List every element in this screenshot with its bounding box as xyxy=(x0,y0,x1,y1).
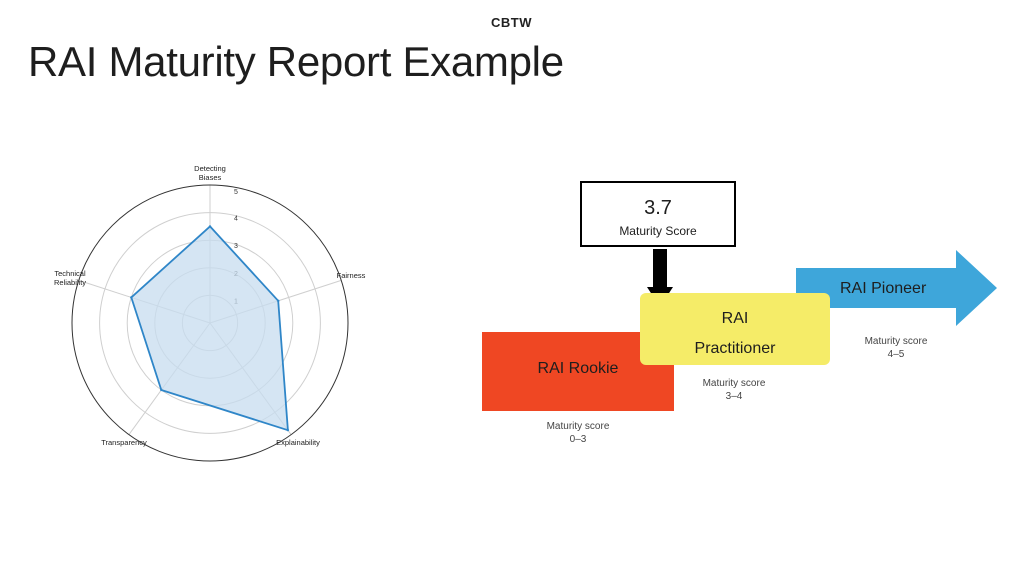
radar-outer-frame xyxy=(71,184,349,462)
caption-rookie-line2: 0–3 xyxy=(569,434,587,445)
caption-pioneer: Maturity score 4–5 xyxy=(836,335,956,361)
caption-practitioner-line2: 3–4 xyxy=(725,391,743,402)
caption-rookie: Maturity score 0–3 xyxy=(518,420,638,446)
stage-practitioner-label-line1: RAI xyxy=(721,310,749,327)
radar-point-2 xyxy=(286,428,290,432)
caption-pioneer-line1: Maturity score xyxy=(864,336,928,347)
page-title: RAI Maturity Report Example xyxy=(28,38,564,85)
stage-practitioner-label-line2: Practitioner xyxy=(694,340,776,357)
stage-practitioner-label: RAI Practitioner xyxy=(640,304,830,364)
radar-axis-label-1: Fairness xyxy=(337,271,366,280)
caption-practitioner: Maturity score 3–4 xyxy=(674,377,794,403)
radar-point-1 xyxy=(277,299,280,303)
caption-practitioner-line1: Maturity score xyxy=(702,378,766,389)
radar-tick-label-4: 4 xyxy=(234,216,238,223)
brand-logo: CBTW xyxy=(491,15,532,30)
stage-pioneer-arrow-icon xyxy=(796,250,997,326)
radar-axis-label-3: Transparency xyxy=(101,438,147,447)
radar-tick-label-5: 5 xyxy=(234,189,238,196)
radar-chart: 12345DetectingBiasesFairnessExplainabili… xyxy=(54,164,366,462)
radar-point-0 xyxy=(208,225,212,228)
radar-point-4 xyxy=(130,296,133,299)
radar-series-polygon xyxy=(130,225,289,432)
caption-rookie-line1: Maturity score xyxy=(546,421,610,432)
stage-practitioner: RAI Practitioner xyxy=(640,293,830,365)
maturity-score-label: Maturity Score xyxy=(619,224,697,238)
stage-rookie-label: RAI Rookie xyxy=(537,360,619,377)
radar-point-3 xyxy=(160,388,163,392)
caption-pioneer-line2: 4–5 xyxy=(887,349,905,360)
stage-pioneer-label: RAI Pioneer xyxy=(840,280,927,297)
maturity-score-box: 3.7 Maturity Score xyxy=(580,181,736,247)
maturity-score-value: 3.7 xyxy=(644,197,672,219)
radar-tick-label-3: 3 xyxy=(234,243,238,250)
radar-axis-label-2: Explainability xyxy=(276,438,320,447)
